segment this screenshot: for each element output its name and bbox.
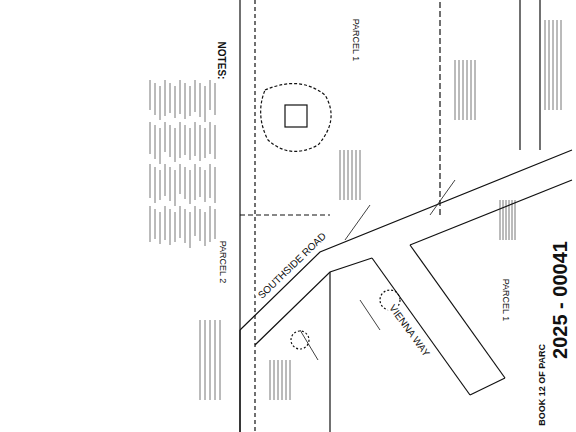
notes-heading: NOTES: <box>217 39 228 81</box>
book-reference: BOOK 12 OF PARC <box>538 342 548 428</box>
record-number: 2025 - 00041 <box>549 239 571 361</box>
leader-lines <box>300 180 455 360</box>
parcel-label: PARCEL 2 <box>217 239 227 286</box>
road-name: SOUTHSIDE ROAD <box>254 228 329 301</box>
parcel-label: PARCEL 1 <box>350 17 360 64</box>
illegible-text <box>150 20 561 400</box>
parcel-label: PARCEL 1 <box>500 277 510 324</box>
survey-lines <box>240 0 572 432</box>
road-name: VIENNA WAY <box>386 300 433 359</box>
